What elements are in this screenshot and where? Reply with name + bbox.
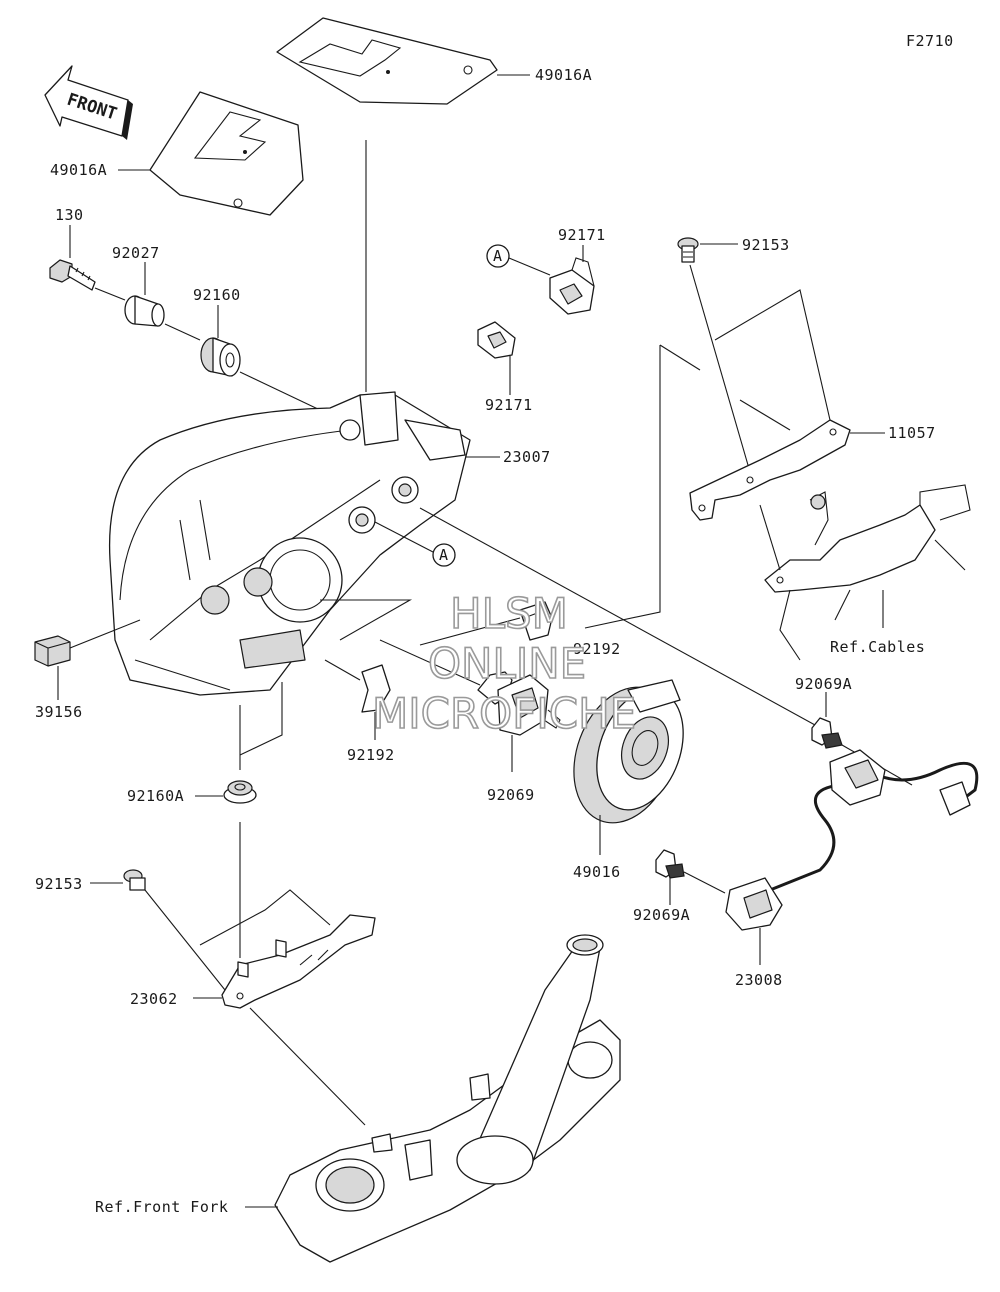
gasket-49016a-left [149, 91, 304, 216]
label-92171-mid: 92171 [485, 396, 533, 414]
figure-code: F2710 [906, 32, 954, 50]
grommet-92160a [223, 780, 257, 804]
leader-bulb-harness-b [683, 871, 726, 894]
triple-clamp-ref-front-fork [274, 934, 621, 1263]
headlight-housing-23007 [108, 391, 471, 696]
bulb-92069a-top [811, 717, 843, 749]
label-ref-cables: Ref.Cables [830, 638, 925, 656]
leader-clip-left [324, 659, 361, 681]
bulb-92069a-bottom [655, 849, 685, 879]
screw-92153-top [677, 237, 699, 263]
label-92160a: 92160A [127, 787, 184, 805]
pad-39156 [34, 635, 71, 667]
label-92160: 92160 [193, 286, 241, 304]
watermark-line-3: MICROFICHE [372, 689, 636, 738]
label-49016a-top: 49016A [535, 66, 592, 84]
collar-92027 [124, 295, 165, 327]
label-92069a-bottom: 92069A [633, 906, 690, 924]
leader-callout-a-socket [508, 257, 551, 276]
harness-23008 [725, 749, 979, 931]
leader-92192-right [419, 617, 521, 646]
leader-stay-group [199, 889, 331, 946]
label-92069: 92069 [487, 786, 535, 804]
front-arrow-icon: FRONT [44, 65, 133, 140]
leader-housing-grommet-b [239, 682, 283, 756]
label-92192-left: 92192 [347, 746, 395, 764]
clip-92192-left [361, 664, 391, 713]
leader-callout-a-housing [374, 521, 434, 553]
callout-a-label: A [439, 546, 449, 564]
watermark-line-2: ONLINE [428, 639, 586, 688]
label-39156: 39156 [35, 703, 83, 721]
label-130: 130 [55, 206, 84, 224]
label-23007: 23007 [503, 448, 551, 466]
label-23062: 23062 [130, 990, 178, 1008]
label-92153-left: 92153 [35, 875, 83, 893]
leader-92192-right-frame [584, 345, 661, 629]
leader-stay-fork [249, 1007, 366, 1126]
leader-grommet-housing [239, 371, 321, 411]
label-23008: 23008 [735, 971, 783, 989]
watermark: HLSM ONLINE MICROFICHE [371, 588, 637, 739]
stay-23062 [221, 914, 376, 1009]
label-49016: 49016 [573, 863, 621, 881]
leader-screw-bracket [689, 264, 751, 473]
label-92069a-top: 92069A [795, 675, 852, 693]
grommet-92160 [200, 337, 241, 377]
leader-frame-top [659, 344, 701, 371]
screw-92153-left [123, 869, 146, 891]
label-ref-front-fork: Ref.Front Fork [95, 1198, 228, 1216]
leader-bracket-aux [739, 399, 791, 431]
label-11057: 11057 [888, 424, 936, 442]
leader-housing-bulb [379, 639, 481, 686]
bracket-11057 [689, 419, 851, 521]
watermark-line-1: HLSM [450, 589, 568, 638]
callout-a-socket: A [486, 244, 510, 268]
leader-housing-lamp [320, 599, 413, 641]
callout-a-housing: A [432, 543, 456, 567]
label-92192-right: 92192 [573, 640, 621, 658]
leader-screw-stay [144, 889, 226, 991]
leader-pad-housing [69, 619, 141, 649]
label-92171-top: 92171 [558, 226, 606, 244]
leader-bracket-frame [759, 504, 781, 571]
leader-housing-92069a [419, 507, 816, 726]
leader-collar-grommet [164, 323, 201, 341]
dust-cover-49016 [573, 679, 684, 824]
label-92153-top: 92153 [742, 236, 790, 254]
bolt-130 [49, 259, 96, 291]
bulb-92069 [477, 671, 561, 736]
label-49016a-left: 49016A [50, 161, 107, 179]
callout-a-label-2: A [493, 247, 503, 265]
label-92027: 92027 [112, 244, 160, 262]
leader-11057-group [714, 289, 831, 421]
socket-92171-top [549, 257, 595, 315]
leader-bolt-collar [94, 287, 126, 301]
gasket-49016a-top [276, 17, 498, 105]
frame-ref-cables [764, 484, 971, 661]
socket-92171-mid [477, 321, 516, 359]
clip-92192-right [519, 601, 553, 641]
